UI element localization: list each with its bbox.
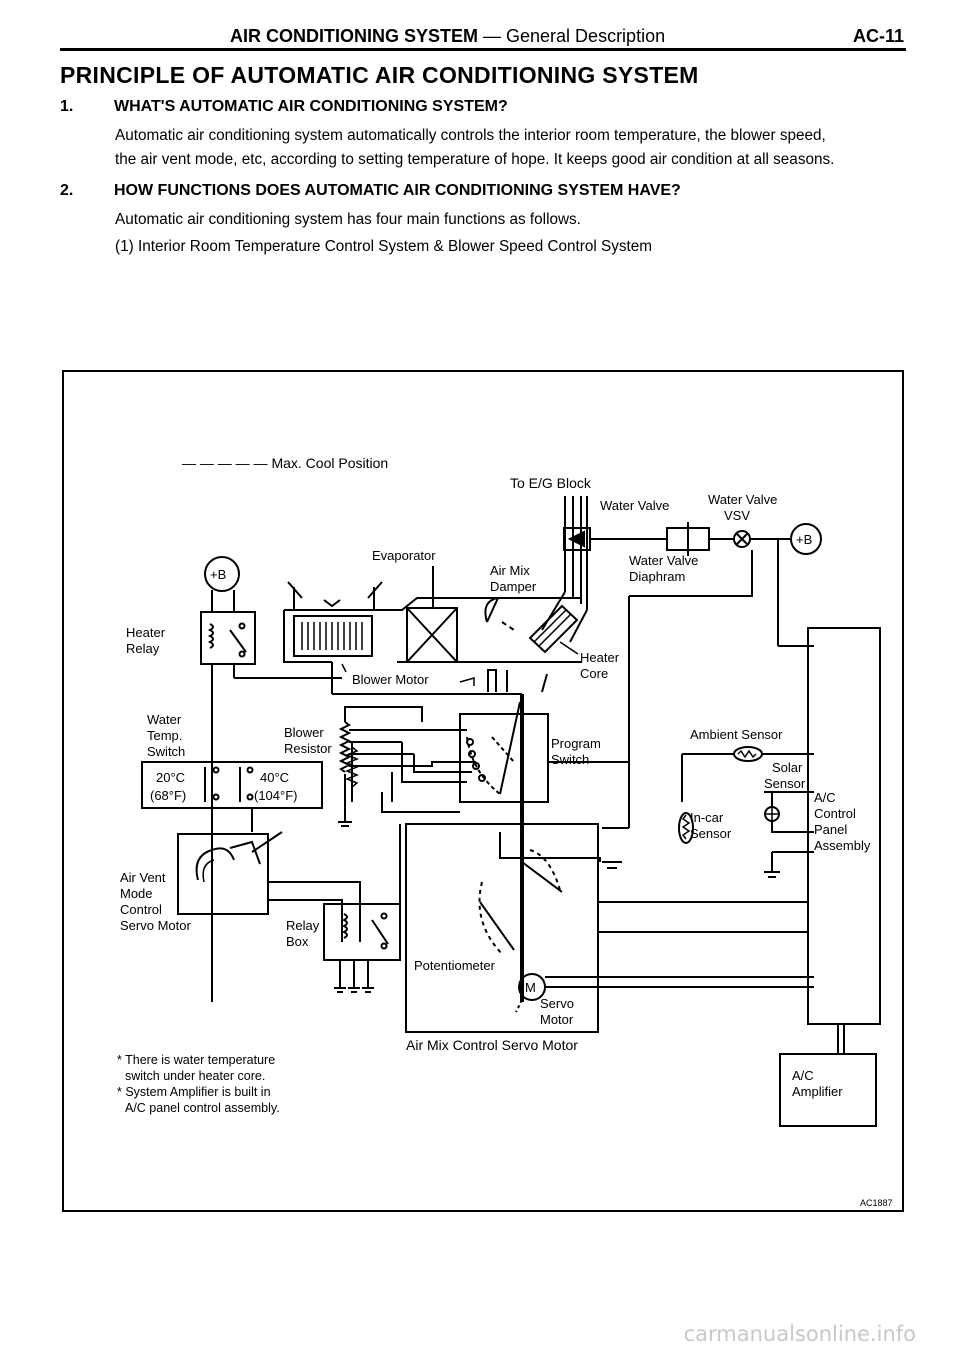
page-number: AC-11: [852, 26, 904, 46]
water-temp-label-1: Water: [147, 712, 182, 727]
incar-sensor-label-1: In-car: [690, 810, 724, 825]
relay-box: Relay Box: [286, 824, 401, 993]
relay-box-label-2: Box: [286, 934, 309, 949]
amplifier-label-1: A/C: [792, 1068, 814, 1083]
vsv-label-1: Water Valve: [708, 492, 777, 507]
ac-panel-label-3: Panel: [814, 822, 847, 837]
temp-low-label-2: (68°F): [150, 788, 186, 803]
incar-sensor-label-2: Sensor: [690, 826, 732, 841]
program-switch-label-2: Switch: [551, 752, 589, 767]
air-mix-servo-caption: Air Mix Control Servo Motor: [406, 1037, 578, 1053]
air-mix-label-1: Air Mix: [490, 563, 530, 578]
solar-sensor-label-1: Solar: [772, 760, 803, 775]
ac-panel-label-2: Control: [814, 806, 856, 821]
airvent-label-1: Air Vent: [120, 870, 166, 885]
header-title: AIR CONDITIONING SYSTEM — General Descri…: [230, 26, 665, 47]
watermark: carmanualsonline.info: [683, 1322, 916, 1346]
vsv-plus-b-label: +B: [796, 532, 812, 547]
ac-panel-label-4: Assembly: [814, 838, 871, 853]
servo-motor-m-label: M: [525, 980, 536, 995]
potentiometer-label: Potentiometer: [414, 958, 496, 973]
relay-plus-b: +B: [204, 556, 240, 612]
blower-resistor-label-1: Blower: [284, 725, 324, 740]
heater-core-label-1: Heater: [580, 650, 620, 665]
section2-paragraph: Automatic air conditioning system has fo…: [115, 206, 915, 260]
heater-relay-label-1: Heater: [126, 625, 166, 640]
header-rule: [60, 48, 906, 51]
airvent-label-3: Control: [120, 902, 162, 917]
diaphram-label-1: Water Valve: [629, 553, 698, 568]
program-switch-label-1: Program: [551, 736, 601, 751]
incar-sensor-icon: [678, 812, 694, 844]
air-duct-assembly: Evaporator Air Mix Damper: [283, 548, 620, 693]
legend-label: — — — — — Max. Cool Position: [182, 455, 388, 471]
heater-core-label-2: Core: [580, 666, 608, 681]
section1-heading: 1. WHAT'S AUTOMATIC AIR CONDITIONING SYST…: [60, 98, 508, 116]
ac-control-panel: A/C Control Panel Assembly: [807, 627, 881, 1054]
section1-paragraph: Automatic air conditioning system automa…: [115, 124, 915, 172]
footnotes: * There is water temperature switch unde…: [117, 1053, 280, 1115]
main-title: PRINCIPLE OF AUTOMATIC AIR CONDITIONING …: [60, 62, 699, 88]
diaphram-label-2: Diaphram: [629, 569, 685, 584]
diagram-svg: — — — — — Max. Cool Position To E/G Bloc…: [117, 455, 893, 1208]
section2-heading: 2. HOW FUNCTIONS DOES AUTOMATIC AIR CONDI…: [60, 182, 681, 200]
blower-resistor-label-2: Resistor: [284, 741, 332, 756]
relay-plus-b-icon: [204, 556, 240, 592]
section2-heading-text: HOW FUNCTIONS DOES AUTOMATIC AIR CONDITI…: [114, 182, 681, 199]
header-title-desc: — General Description: [478, 26, 666, 46]
section2-number: 2.: [60, 182, 74, 199]
section1-line1: Automatic air conditioning system automa…: [115, 127, 826, 144]
section2-line1: Automatic air conditioning system has fo…: [115, 211, 581, 228]
figure-code: AC1887: [860, 1198, 893, 1208]
airvent-label-4: Servo Motor: [120, 918, 191, 933]
ac-panel-label-1: A/C: [814, 790, 836, 805]
vsv-label-2: VSV: [724, 508, 750, 523]
blower-motor-label: Blower Motor: [352, 672, 429, 687]
water-valve-label: Water Valve: [600, 498, 669, 513]
water-temp-label-2: Temp.: [147, 728, 182, 743]
air-mix-label-2: Damper: [490, 579, 537, 594]
evaporator-label: Evaporator: [372, 548, 436, 563]
temp-high-label-1: 40°C: [260, 770, 289, 785]
airvent-label-2: Mode: [120, 886, 153, 901]
section1-number: 1.: [60, 98, 74, 115]
ac-system-diagram: — — — — — Max. Cool Position To E/G Bloc…: [62, 370, 904, 1212]
header-title-bold: AIR CONDITIONING SYSTEM: [230, 26, 479, 46]
servo-motor-label-1: Servo: [540, 996, 574, 1011]
note1-line1: * There is water temperature: [117, 1053, 275, 1067]
relay-box-label-1: Relay: [286, 918, 320, 933]
note2-line2: A/C panel control assembly.: [125, 1101, 280, 1115]
page-header: AIR CONDITIONING SYSTEM — General Descri…: [0, 26, 960, 52]
sensor-group: Ambient Sensor Solar Sensor In-car Senso…: [678, 727, 814, 878]
solar-sensor-label-2: Sensor: [764, 776, 806, 791]
water-valve: Water Valve: [563, 498, 669, 551]
air-mix-servo-motor: Potentiometer M Servo Motor Air Mix Cont…: [405, 694, 814, 1053]
amplifier-label-2: Amplifier: [792, 1084, 843, 1099]
temp-low-label-1: 20°C: [156, 770, 185, 785]
to-eg-block-label: To E/G Block: [510, 475, 592, 491]
ambient-sensor-label: Ambient Sensor: [690, 727, 783, 742]
blower-resistor: Blower Resistor: [284, 706, 467, 827]
program-switch: Program Switch: [381, 701, 601, 813]
section1-heading-text: WHAT'S AUTOMATIC AIR CONDITIONING SYSTEM…: [114, 98, 508, 115]
water-temp-switch: Water Temp. Switch 20°C (68°F) 40°C (104…: [141, 712, 323, 832]
note1-line2: switch under heater core.: [125, 1069, 265, 1083]
vsv-plus-b-icon: [790, 523, 822, 555]
ac-amplifier: A/C Amplifier: [779, 1053, 877, 1127]
water-valve-vsv: Water Valve VSV +B: [590, 492, 822, 647]
note2-line1: * System Amplifier is built in: [117, 1085, 271, 1099]
water-temp-label-3: Switch: [147, 744, 185, 759]
heater-relay-label-2: Relay: [126, 641, 160, 656]
section1-line2: the air vent mode, etc, according to set…: [115, 151, 835, 168]
section2-line2: (1) Interior Room Temperature Control Sy…: [115, 238, 653, 255]
air-vent-servo: Air Vent Mode Control Servo Motor: [120, 808, 361, 942]
relay-plus-b-label: +B: [210, 567, 226, 582]
servo-motor-label-2: Motor: [540, 1012, 574, 1027]
temp-high-label-2: (104°F): [254, 788, 298, 803]
